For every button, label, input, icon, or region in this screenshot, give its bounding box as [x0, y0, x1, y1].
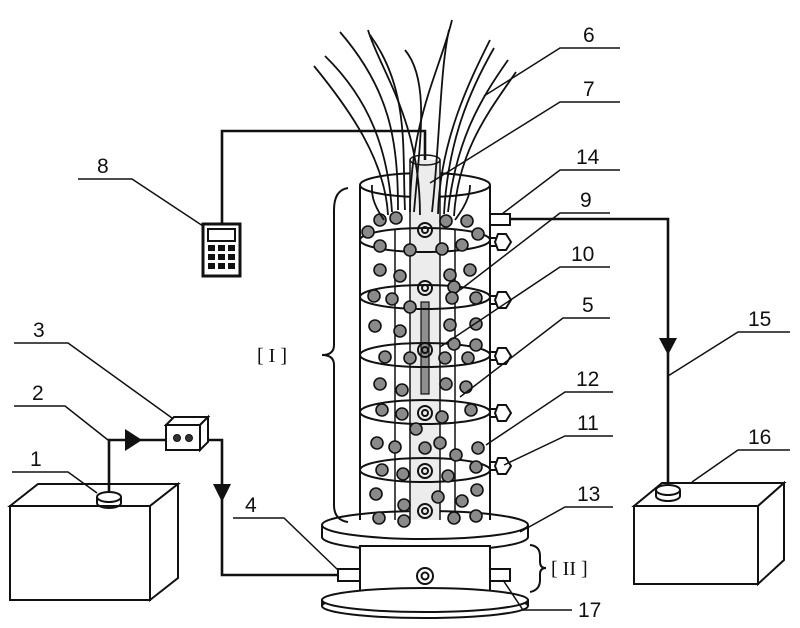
flow-arrow-right-icon	[125, 429, 142, 451]
sampling-port[interactable]	[489, 347, 513, 365]
callout-9: 9	[580, 189, 592, 212]
inlet-tank-front	[9, 505, 151, 601]
inlet-tank-cap-side	[96, 497, 122, 509]
sampling-port[interactable]	[489, 291, 513, 309]
feed-pipe	[107, 429, 338, 577]
callout-1: 1	[30, 448, 42, 471]
sampling-port[interactable]	[489, 457, 513, 475]
flow-arrow-down-icon	[213, 484, 231, 502]
callout-4: 4	[245, 494, 257, 517]
callout-3: 3	[33, 319, 45, 342]
pump-front	[165, 424, 201, 451]
callout-7: 7	[583, 78, 595, 101]
effluent-tank	[631, 480, 787, 587]
effluent-tank-side	[757, 480, 785, 587]
outflow-pipe-line	[510, 217, 670, 486]
pump-side	[199, 414, 209, 453]
sampling-port[interactable]	[489, 233, 513, 251]
inlet-tank-cap-top	[96, 491, 122, 503]
callout-16: 16	[748, 426, 771, 449]
meter-cable	[220, 129, 427, 225]
inlet-tank	[7, 481, 181, 603]
central-fittings	[417, 222, 433, 519]
inlet-tank-side	[149, 481, 179, 603]
outflow-pipe	[510, 217, 677, 486]
sampling-ports	[489, 233, 513, 475]
bottom-side-port	[489, 568, 511, 582]
callout-6: 6	[583, 24, 595, 47]
flow-arrow-down-icon	[659, 338, 677, 355]
callout-10: 10	[571, 243, 594, 266]
fibers	[313, 19, 517, 221]
sampling-port[interactable]	[489, 404, 513, 422]
callout-2: 2	[32, 382, 44, 405]
section-I-bracket	[321, 187, 349, 523]
section-I-label: [ I ]	[257, 345, 287, 367]
effluent-tank-front	[633, 505, 759, 585]
callout-12: 12	[576, 368, 599, 391]
bottom-inlet-port	[337, 568, 361, 582]
pump-knob-icon	[173, 434, 181, 442]
meter-device	[201, 129, 427, 278]
callout-14: 14	[576, 146, 600, 169]
pump-knob-icon	[185, 434, 193, 442]
section-II-bracket	[529, 544, 547, 593]
feed-pipe-line	[107, 438, 168, 492]
pump-to-reactor-pipe	[205, 438, 338, 577]
callout-17: 17	[578, 599, 601, 622]
callout-15: 15	[748, 308, 771, 331]
pump	[163, 414, 211, 453]
reactor-column	[313, 19, 529, 619]
callout-11: 11	[577, 412, 599, 435]
callout-labels: 1 2 3 4 5 6 7 8 9 10 11 12 13 14 15 16 1…	[30, 24, 771, 622]
leader-lines	[12, 47, 790, 611]
meter-screen	[207, 228, 236, 242]
lower-fitting-icon	[416, 567, 434, 585]
callout-5: 5	[582, 294, 594, 317]
callout-8: 8	[97, 155, 109, 178]
callout-13: 13	[577, 483, 600, 506]
meter-keypad-icon	[208, 245, 235, 269]
effluent-tank-cap	[655, 484, 681, 496]
reactor-beads	[361, 211, 485, 528]
outlet-port	[489, 213, 511, 226]
section-II-label: [ II ]	[551, 558, 588, 580]
